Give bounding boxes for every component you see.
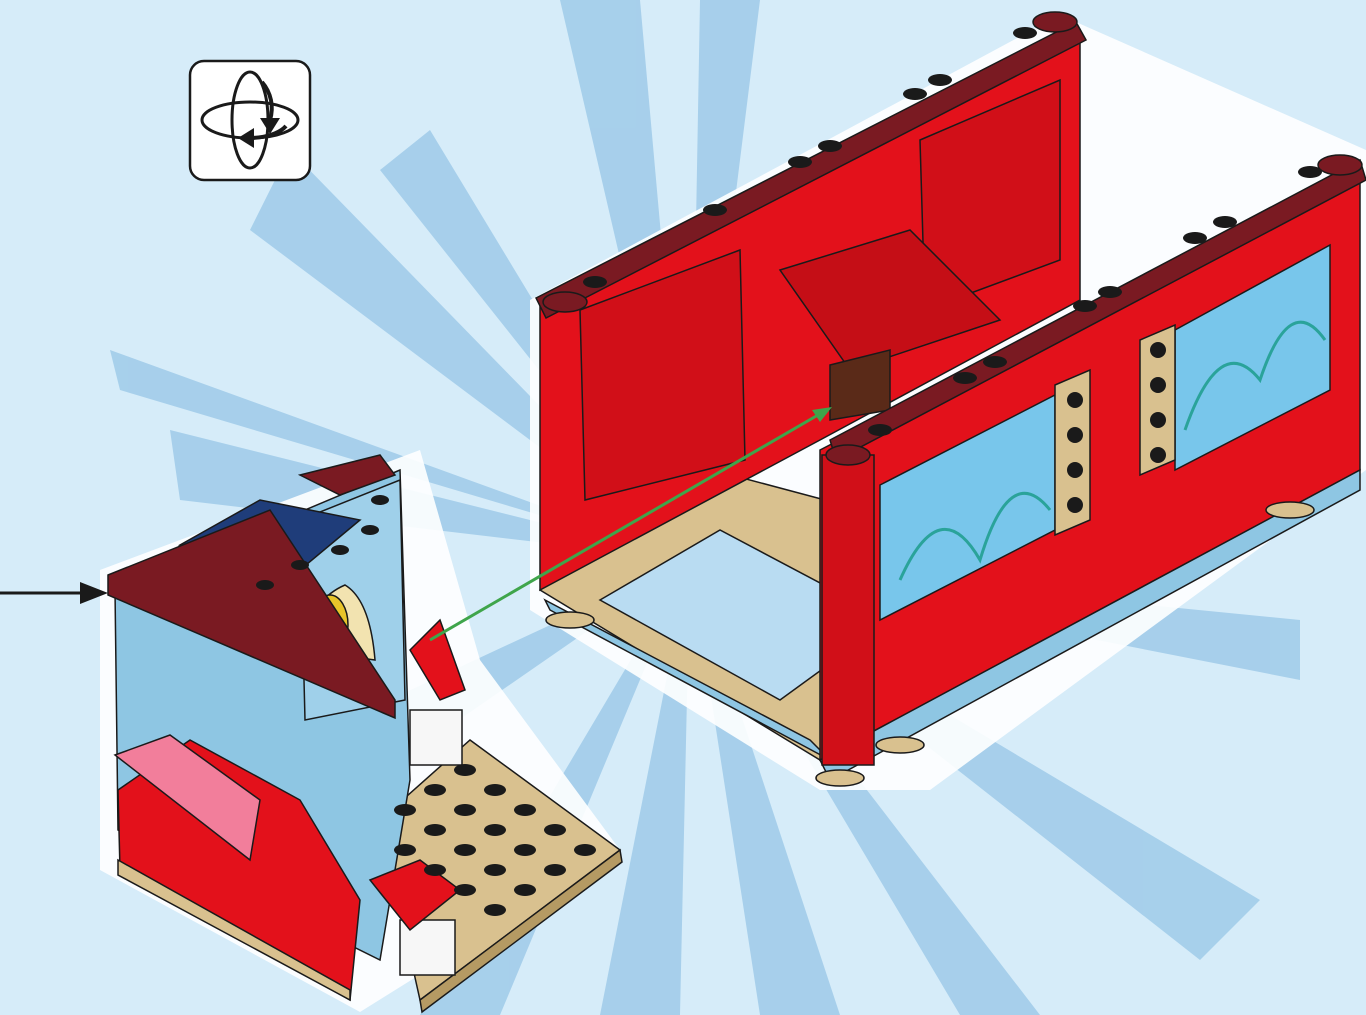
rotate-model-icon[interactable] — [190, 61, 310, 180]
